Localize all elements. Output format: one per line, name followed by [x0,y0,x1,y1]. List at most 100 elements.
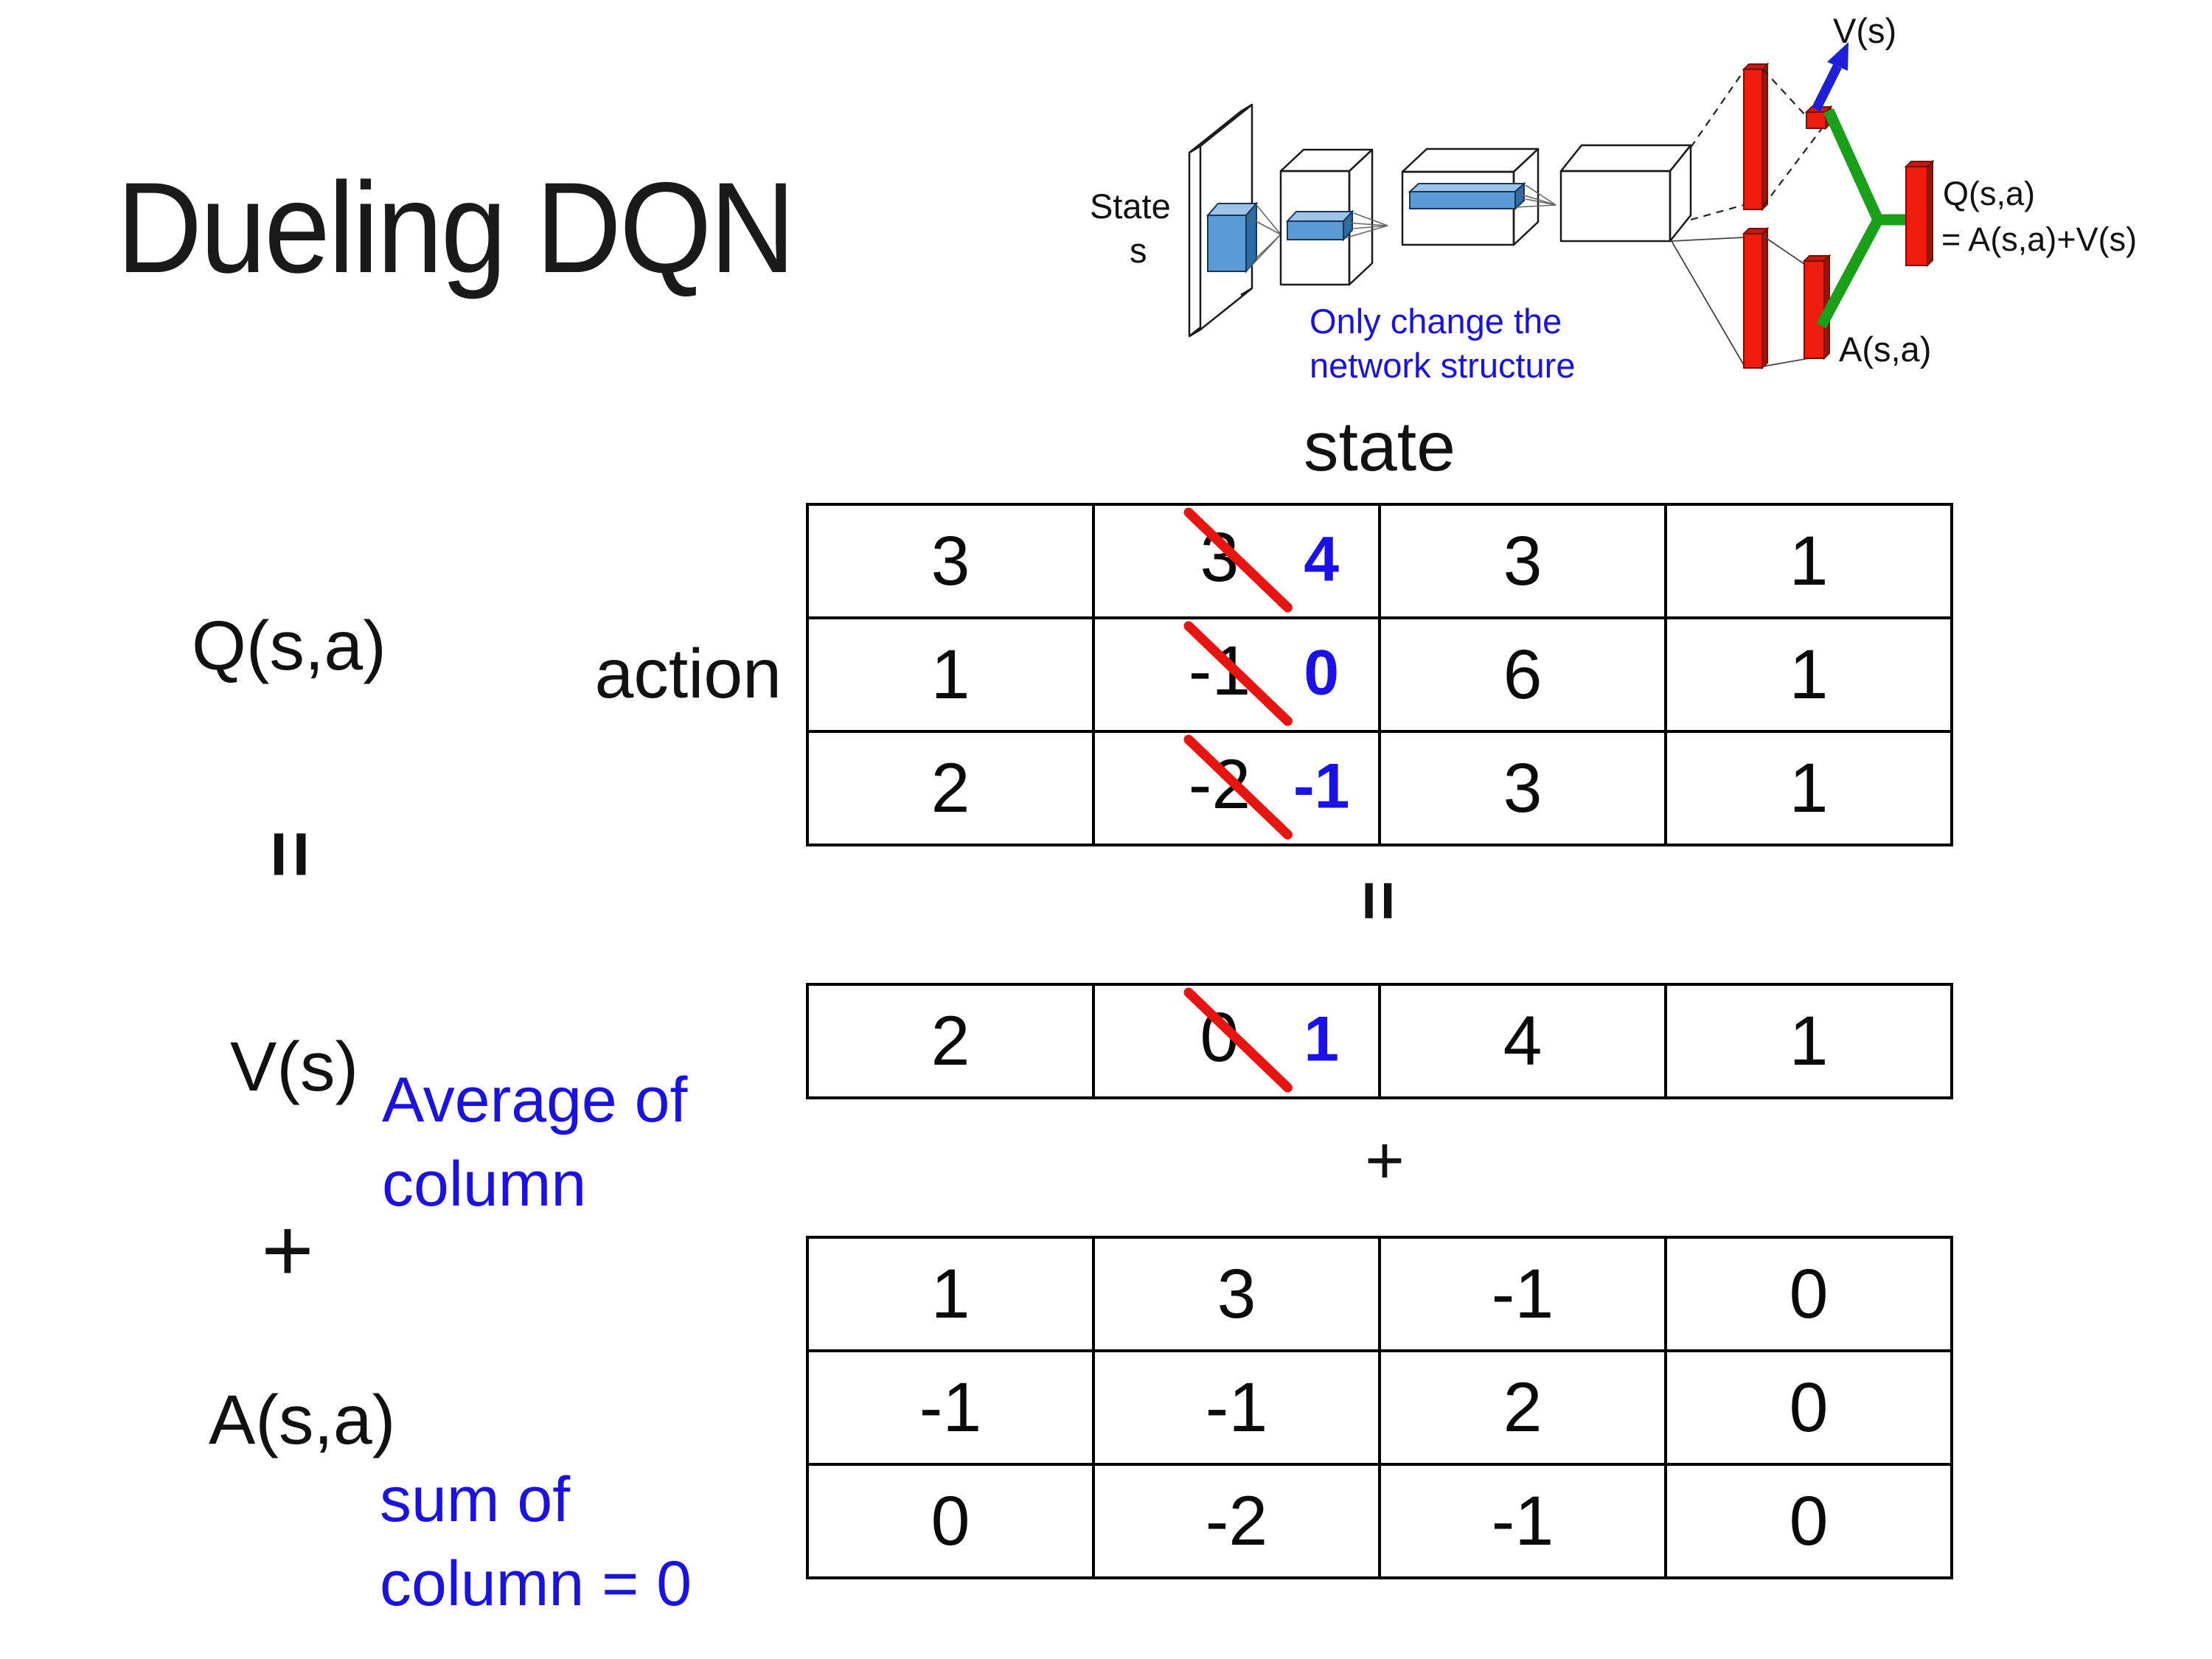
action-axis-label: action [594,635,782,713]
conv-feature-slab-1 [1206,201,1259,274]
cell-value: 1 [1789,1001,1829,1080]
table-cell: 1 [1667,506,1950,616]
table-cell: 3 [1381,733,1664,844]
table-cell: -1 [1381,1239,1664,1349]
table-cell: -1 [1095,1352,1378,1463]
table-cell: 0 [1667,1466,1950,1576]
corrected-value: -1 [1293,751,1350,822]
average-note: Average of column [382,1059,687,1226]
equals-center-glyph: = [1340,880,1419,921]
plus-left-operator: + [247,1200,328,1300]
advantage-stream-bar [1742,226,1770,370]
red-cross-icon [1189,740,1287,835]
cell-value: -1 [1205,1368,1268,1447]
cell-value: 0 [1789,1481,1829,1560]
equals-center-operator: = [1338,863,1419,937]
sum-note: sum of column = 0 [380,1458,692,1626]
cell-value: 0 [1789,1368,1829,1447]
diagram-state-sub: s [1130,231,1147,270]
convergence-lines-1 [1247,204,1281,271]
cell-value: -1 [1491,1481,1554,1560]
aggregation-connector [1816,108,1906,329]
red-cross-icon [1189,992,1287,1088]
cell-value: -2 [1205,1481,1268,1560]
red-cross-icon [1189,626,1287,721]
table-cell: 6 [1381,619,1664,730]
cell-value: 1 [931,1254,970,1333]
plus-left-glyph: + [261,1200,314,1300]
q-output-bar [1904,159,1935,268]
table-cell: 2 [809,733,1092,844]
cell-value: 3 [1503,521,1543,600]
equals-left-operator: = [246,813,338,894]
table-cell: 1 [809,619,1092,730]
sum-note-line2: column = 0 [380,1548,692,1619]
value-stream-bar [1742,62,1770,212]
cell-value: 2 [931,1001,970,1080]
state-axis-label: state [1304,408,1455,486]
table-cell: -1 [1381,1466,1664,1576]
table-cell: 0 [809,1466,1092,1576]
diagram-q-out-line1: Q(s,a) [1943,175,2035,212]
conv-feature-slab-2 [1285,209,1354,242]
table-cell: -2 [1095,1466,1378,1576]
diagram-a-out-label: A(s,a) [1839,330,1931,369]
dueling-network-diagram: State s V(s) Q(s,a) = A(s,a)+V(s) A(s,a)… [1090,11,2137,385]
plus-center-operator: + [1344,1122,1425,1198]
cell-value: 1 [931,635,970,714]
conv-feature-slab-3 [1408,181,1526,211]
diagram-state-label: State [1090,187,1171,226]
cell-value: 1 [1789,635,1829,714]
diagram-q-out-line2: = A(s,a)+V(s) [1941,220,2137,258]
table-cell: 2 [1381,1352,1664,1463]
average-note-line2: column [382,1148,587,1220]
corrected-value: 1 [1304,1004,1340,1075]
advantage-values-table: 1 3 -1 0 -1 -1 2 0 0 -2 -1 0 [806,1236,1953,1579]
cell-value: 0 [931,1481,970,1560]
table-cell: -2-1 [1095,733,1378,844]
table-cell: 1 [1667,619,1950,730]
page-title: Dueling DQN [116,156,796,300]
table-cell: 3 [1095,1239,1378,1349]
cell-value: -1 [1491,1254,1554,1333]
value-node-links [1762,69,1825,207]
table-cell: 1 [1667,986,1950,1096]
cell-value: 1 [1789,748,1829,827]
cell-value: 3 [931,521,970,600]
split-connection-lines [1671,70,1745,366]
cell-value: 2 [1503,1368,1543,1447]
fc-layer-box [1559,144,1692,243]
sum-note-line1: sum of [380,1464,571,1535]
equals-left-glyph: = [245,830,338,878]
red-cross-icon [1189,512,1287,608]
value-output-arrow [1812,42,1848,111]
average-note-line1: Average of [382,1065,688,1135]
table-cell: 1 [809,1239,1092,1349]
q-function-label: Q(s,a) [192,607,386,685]
corrected-value: 0 [1304,637,1340,709]
table-cell: 0 [1667,1352,1950,1463]
cell-value: -1 [919,1368,982,1447]
diagram-note-line1: Only change the [1310,302,1562,341]
corrected-value: 4 [1304,524,1340,595]
plus-center-glyph: + [1365,1122,1405,1198]
table-cell: 1 [1667,733,1950,844]
cell-value: 1 [1789,521,1829,600]
convergence-lines-2 [1344,212,1388,239]
table-cell: 0 [1667,1239,1950,1349]
cell-value: 3 [1503,748,1543,827]
v-function-label: V(s) [230,1028,359,1106]
table-cell: -1 [809,1352,1092,1463]
a-function-label: A(s,a) [209,1381,396,1459]
table-cell: 4 [1381,986,1664,1096]
cell-value: 6 [1503,635,1543,714]
table-cell: 2 [809,986,1092,1096]
diagram-v-out-label: V(s) [1833,11,1896,50]
cell-value: 4 [1503,1001,1543,1080]
